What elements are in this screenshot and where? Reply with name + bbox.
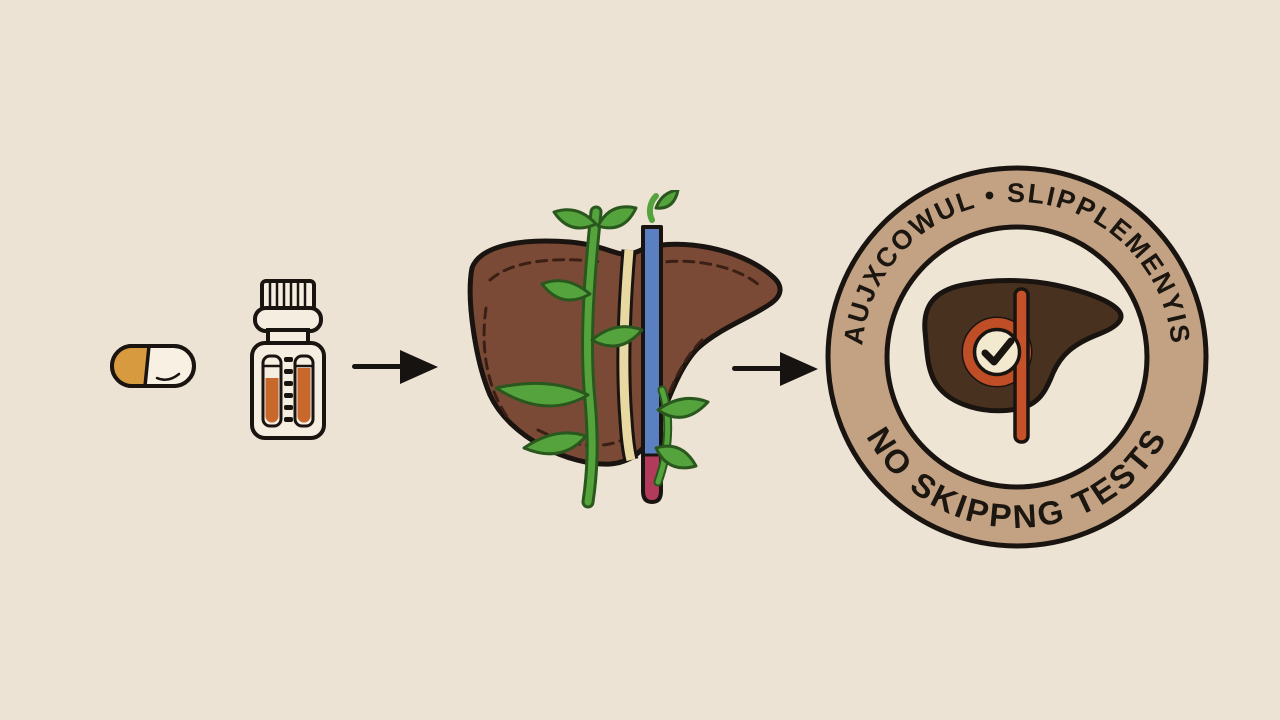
- check-mark-icon: [981, 337, 1015, 366]
- capsule-outline: [110, 344, 196, 388]
- vine-stems: [581, 193, 673, 509]
- blood-tube-outline: [641, 225, 663, 504]
- liver-seam-band-fill: [619, 249, 636, 462]
- check-circle: [972, 327, 1022, 377]
- capsule-divider: [143, 345, 151, 387]
- capsule-left-half: [112, 346, 149, 386]
- arrow-right-icon: [730, 350, 820, 388]
- measure-dashes: [284, 357, 293, 422]
- supplement-bottle-icon: [246, 278, 330, 442]
- tube-left-liquid: [265, 378, 279, 423]
- arrow-right-icon: [350, 348, 440, 386]
- liver-with-vine-icon: [450, 190, 790, 515]
- certification-seal-icon: AUJXCOWUL • SLIPPLEMENYIS NO SKIPPNG TES…: [821, 161, 1213, 553]
- capsule-highlight: [155, 372, 181, 382]
- tube-right-liquid: [297, 368, 311, 423]
- capsule-pill-icon: [107, 342, 199, 390]
- bottle-cap-band: [253, 306, 323, 333]
- blood-tube-tip: [643, 455, 661, 502]
- vine-leaves: [494, 190, 710, 470]
- blood-tube: [643, 227, 661, 459]
